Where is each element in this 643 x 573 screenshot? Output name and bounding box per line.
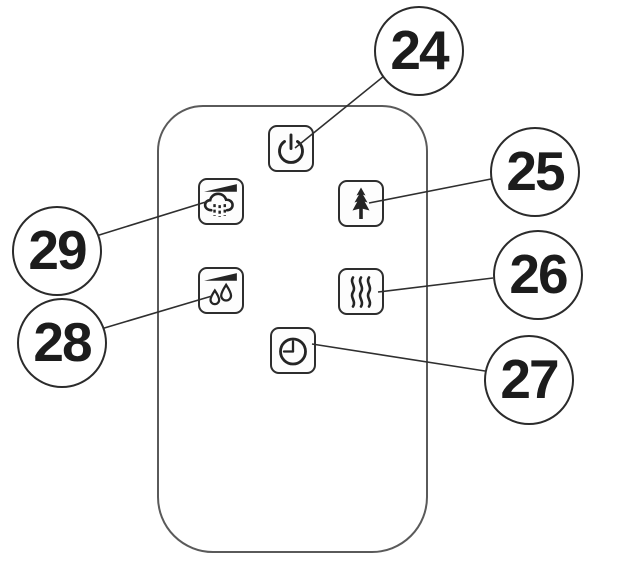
callout-27-number: 27 [500, 347, 559, 410]
callout-25: 25 [490, 127, 580, 217]
callout-27: 27 [484, 335, 574, 425]
humidity-level-button [198, 267, 244, 314]
timer-clock-icon [279, 337, 307, 365]
timer-button [270, 327, 316, 374]
callout-29-number: 29 [28, 218, 87, 281]
pine-tree-icon [352, 187, 370, 219]
power-button [268, 125, 314, 172]
callout-28-number: 28 [33, 310, 92, 373]
heat-waves-button [338, 268, 384, 315]
callout-29: 29 [12, 206, 102, 296]
callout-26-number: 26 [509, 242, 568, 305]
callout-25-number: 25 [506, 139, 565, 202]
mist-level-button [198, 178, 244, 225]
tree-button [338, 180, 384, 227]
callout-28: 28 [17, 298, 107, 388]
heat-waves-icon [350, 275, 372, 308]
water-drops-icon [203, 273, 237, 306]
steam-cloud-icon [203, 184, 237, 217]
power-icon [278, 133, 304, 164]
callout-24-number: 24 [390, 18, 449, 81]
callout-24: 24 [374, 6, 464, 96]
callout-26: 26 [493, 230, 583, 320]
